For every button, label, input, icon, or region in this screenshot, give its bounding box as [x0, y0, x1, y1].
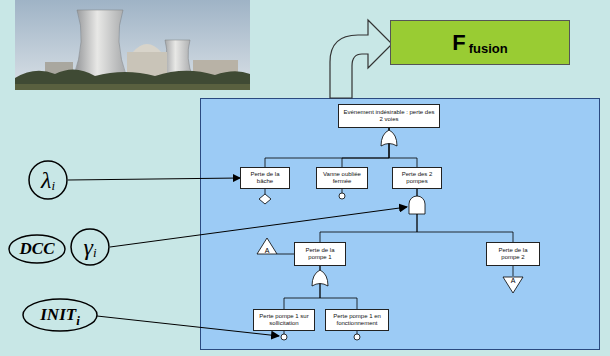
and-gate [409, 196, 425, 214]
parameter-oval: DCC [8, 234, 66, 264]
node-label: Vanne oubliée fermée [319, 171, 365, 185]
tree-connector [342, 128, 389, 167]
plant-photo [15, 0, 250, 90]
subscript-text: i [51, 178, 55, 194]
tree-connector [513, 266, 514, 276]
tree-connector [320, 189, 417, 242]
node-label: λ [41, 167, 51, 194]
tree-connector [417, 189, 513, 242]
tree-connector [277, 254, 294, 255]
subscript-text: i [76, 313, 80, 329]
node-label: Perte pompe 1 sur sollicitation [256, 313, 312, 327]
node-label: Perte des 2 pompes [395, 171, 439, 185]
event-box: Perte de la bâche [240, 167, 290, 189]
node-label: INIT [40, 305, 76, 325]
parameter-oval: γi [70, 228, 110, 266]
transfer-triangle: A [502, 276, 524, 294]
node-label: Perte de la pompe 1 [297, 247, 343, 261]
parameter-arrow [68, 178, 240, 180]
event-box: Vanne oubliée fermée [316, 167, 368, 189]
node-label: F [452, 30, 465, 56]
basic-event-box: Perte pompe 1 sur sollicitation [253, 309, 315, 331]
subscript-text: i [93, 245, 97, 261]
top-event-box: Evénement indésirable : perte des 2 voie… [338, 104, 440, 128]
or-gate [381, 130, 397, 146]
event-box: Perte de la pompe 2 [486, 242, 540, 266]
tree-connector [320, 266, 357, 309]
basic-event-circle [281, 334, 287, 340]
transfer-triangle: A [256, 237, 278, 255]
node-label: Perte pompe 1 en fonctionnement [328, 313, 386, 327]
undeveloped-event-diamond [259, 194, 271, 204]
node-label: Perte de la pompe 2 [489, 247, 537, 261]
node-label: A [511, 277, 516, 284]
tree-connector [265, 128, 389, 167]
node-label: γ [83, 234, 92, 261]
leader-arrow [97, 316, 279, 336]
node-label: Evénement indésirable : perte des 2 voie… [341, 109, 437, 123]
basic-event-circle [339, 193, 345, 199]
or-gate [312, 270, 328, 286]
basic-event-circle [354, 334, 360, 340]
node-label: DCC [20, 239, 55, 259]
subscript-text: fusion [469, 41, 508, 56]
basic-event-box: Perte pompe 1 en fonctionnement [325, 309, 389, 331]
leader-arrow [110, 207, 407, 247]
tree-connector [284, 266, 320, 309]
result-box: Ffusion [390, 20, 570, 65]
node-label: Perte de la bâche [243, 171, 287, 185]
node-label: A [265, 247, 270, 254]
event-box: Perte des 2 pompes [392, 167, 442, 189]
parameter-oval: INITi [22, 298, 98, 332]
event-box: Perte de la pompe 1 [294, 242, 346, 266]
parameter-oval: λi [28, 160, 68, 200]
